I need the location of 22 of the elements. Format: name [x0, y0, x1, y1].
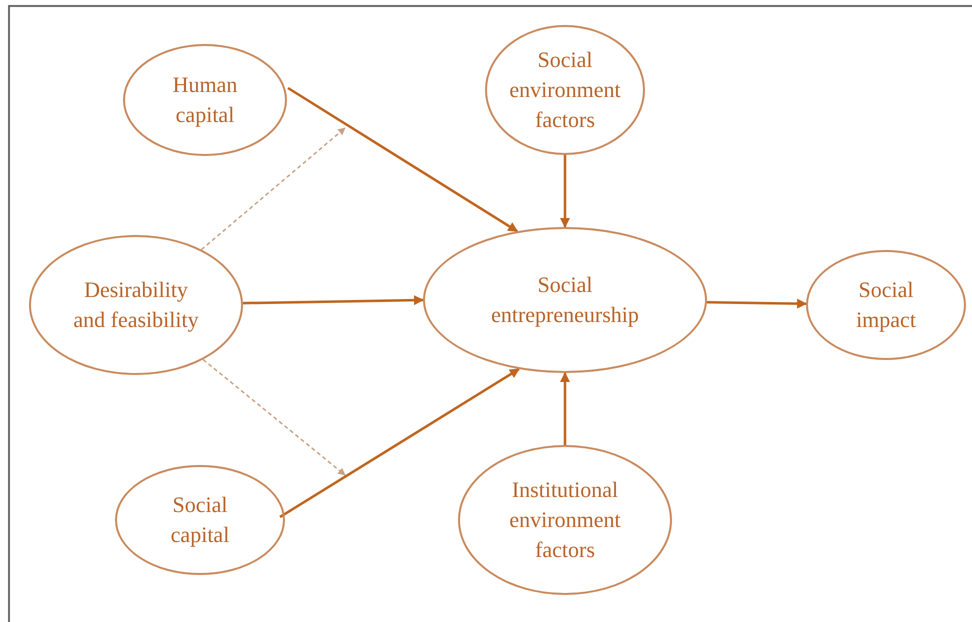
- arrow: [560, 372, 570, 445]
- node-label: Social capital: [170, 491, 230, 549]
- dashed-arrow: [202, 358, 346, 476]
- arrow: [242, 295, 424, 306]
- node-label: Social impact: [855, 276, 917, 334]
- ellipse-node: [29, 235, 243, 375]
- ellipse-node: [806, 250, 966, 360]
- arrow: [279, 368, 520, 518]
- ellipse-node: [485, 25, 645, 155]
- ellipse-node: [423, 227, 707, 373]
- node-label: Human capital: [172, 71, 238, 129]
- arrow: [560, 155, 570, 228]
- node-label: Institutional environment factors: [508, 476, 622, 564]
- arrow: [287, 86, 518, 232]
- ellipse-node: [458, 445, 672, 595]
- node-label: Social environment factors: [508, 46, 622, 134]
- node-label: Desirability and feasibility: [72, 276, 200, 334]
- arrow: [706, 298, 808, 309]
- dashed-arrow: [200, 127, 346, 250]
- node-label: Social entrepreneurship: [490, 271, 640, 329]
- ellipse-node: [123, 44, 287, 156]
- ellipse-node: [115, 465, 285, 575]
